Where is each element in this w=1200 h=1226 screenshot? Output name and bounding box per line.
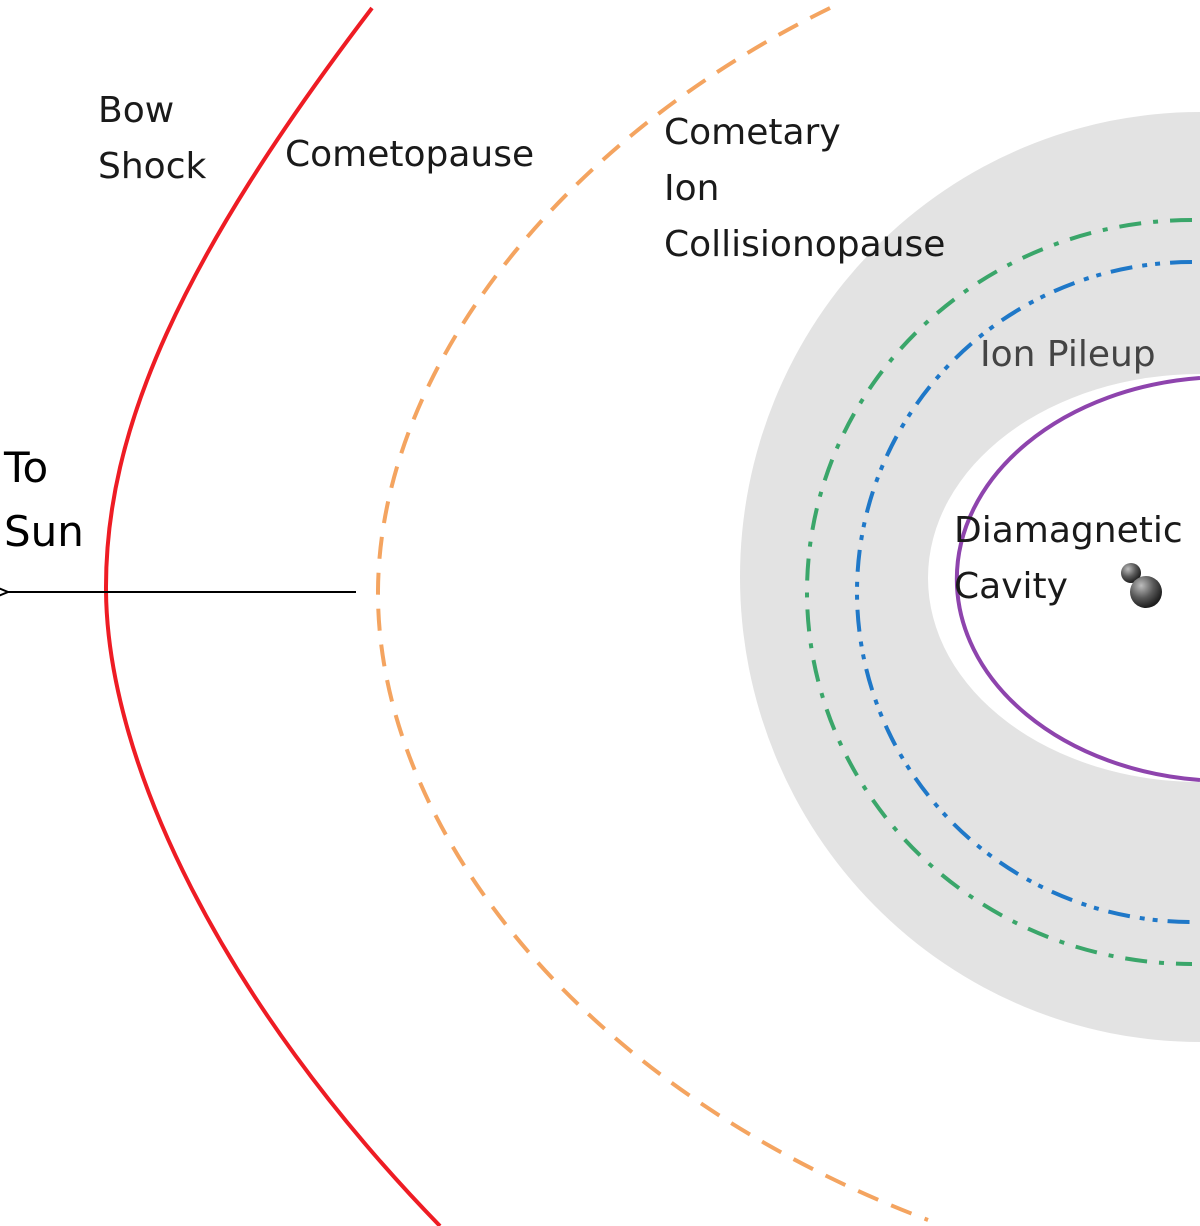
- ion-pileup-region: [740, 112, 1200, 1042]
- diamagnetic-cavity-boundary: [954, 376, 1200, 782]
- bow-shock-label: Bow Shock: [98, 90, 206, 187]
- cometopause-curve: [375, 6, 929, 1222]
- collisionopause-curve: [805, 218, 1193, 966]
- collisionopause-label: Cometary Ion Collisionopause: [664, 112, 945, 265]
- to-sun-label: To Sun: [3, 443, 84, 556]
- ion-pileup-boundary-curve: [855, 260, 1193, 924]
- bow-shock-curve: [103, 6, 442, 1226]
- comet-nucleus-icon: [1121, 563, 1162, 608]
- diamagnetic-cavity-label: Diamagnetic Cavity: [954, 510, 1194, 607]
- ion-pileup-label: Ion Pileup: [980, 334, 1156, 375]
- cometopause-label: Cometopause: [285, 134, 534, 175]
